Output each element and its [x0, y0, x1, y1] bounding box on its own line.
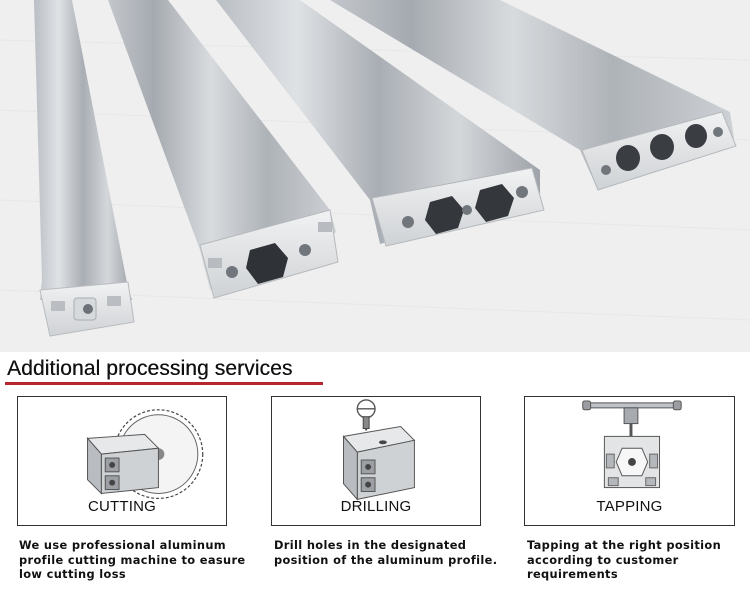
description-line: Drill holes in the designated: [274, 538, 467, 552]
tapping-label: TAPPING: [596, 498, 663, 515]
description-line: position of the aluminum profile.: [274, 552, 498, 567]
tapping-description: Tapping at the right position according …: [527, 538, 750, 582]
description-line: according to customer: [527, 552, 679, 567]
description-line: profile cutting machine to easure: [19, 552, 246, 567]
description-line: Tapping at the right position: [527, 538, 722, 552]
drilling-label: DRILLING: [340, 498, 412, 515]
profile-bar-2080: [330, 0, 737, 191]
description-line: We use professional aluminum: [19, 538, 227, 552]
section-title: Additional processing services: [7, 357, 293, 380]
hero-product-photo: [0, 0, 750, 352]
profile-bar-2020: [34, 0, 135, 337]
cutting-label: CUTTING: [87, 498, 157, 515]
service-card-drilling: DRILLING: [271, 396, 481, 526]
cutting-description: We use professional aluminum profile cut…: [19, 538, 249, 582]
saw-cutting-icon: [86, 409, 204, 500]
title-underline: [5, 382, 323, 385]
service-card-cutting: CUTTING: [17, 396, 227, 526]
description-line: requirements: [527, 567, 618, 581]
service-card-tapping: TAPPING: [524, 396, 735, 526]
drill-icon: [342, 399, 416, 501]
drilling-description: Drill holes in the designated position o…: [274, 538, 504, 567]
tap-wrench-icon: [582, 400, 682, 489]
description-line: low cutting loss: [19, 567, 126, 581]
profile-bar-2040: [108, 0, 339, 299]
aluminum-profile-photo: [0, 0, 750, 352]
profile-bar-2060: [216, 0, 545, 247]
